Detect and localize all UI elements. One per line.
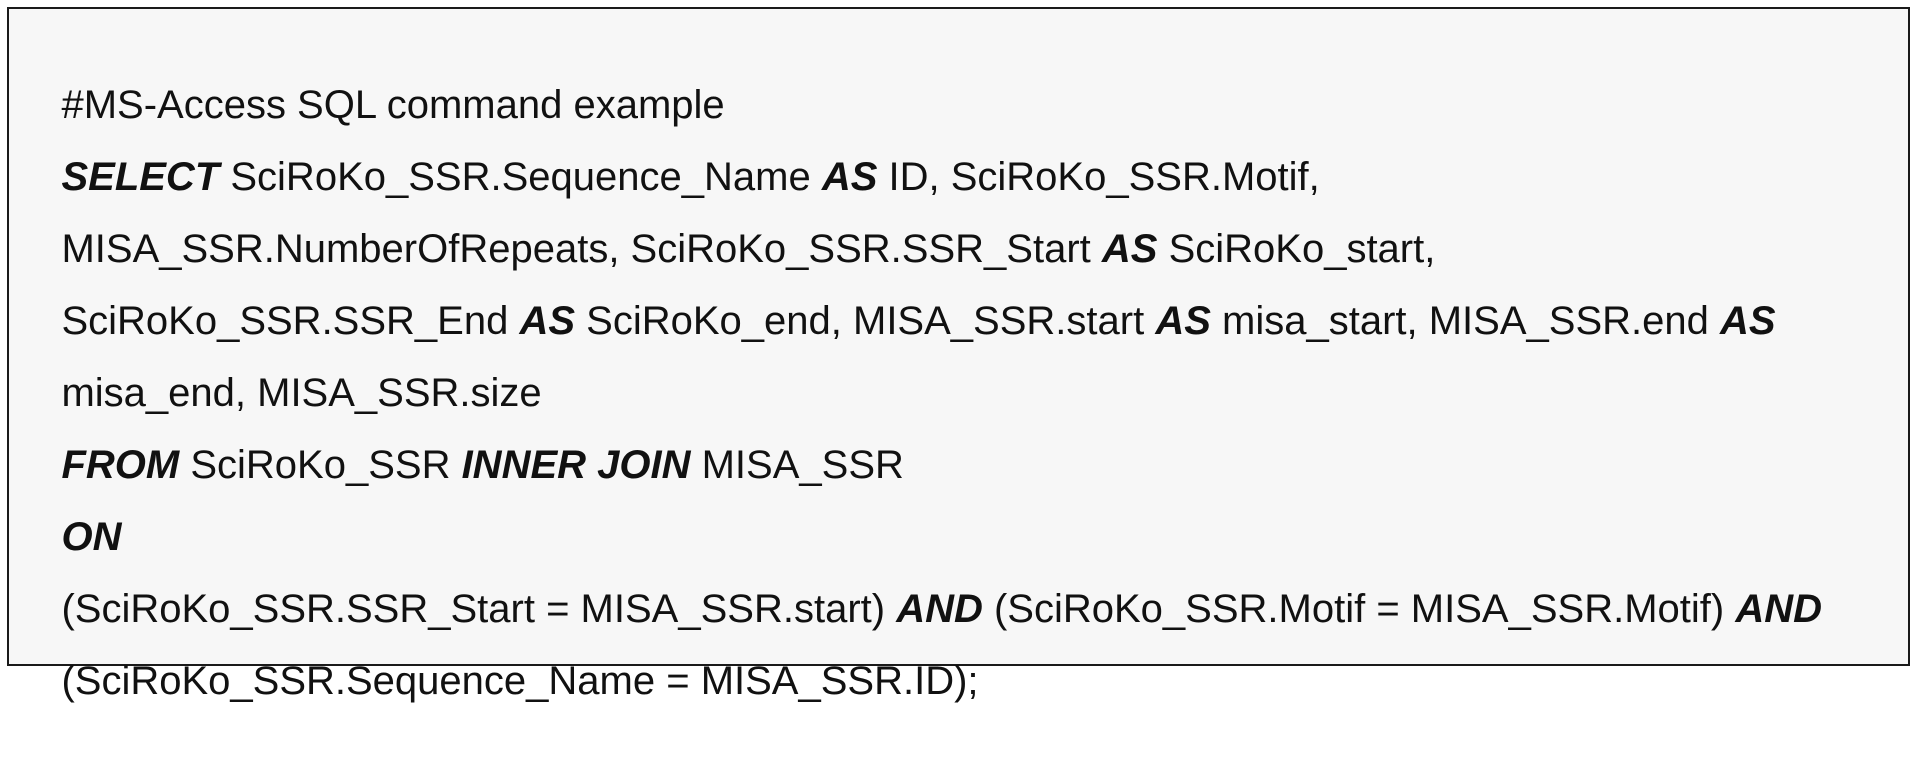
- sql-keyword: AS: [1155, 299, 1211, 343]
- code-text: SciRoKo_SSR.SSR_End: [61, 299, 520, 343]
- code-line: MISA_SSR.NumberOfRepeats, SciRoKo_SSR.SS…: [17, 159, 1908, 271]
- sql-keyword: AS: [1719, 299, 1776, 343]
- sql-keyword: AND: [896, 587, 983, 631]
- code-text: SciRoKo_end, MISA_SSR.start: [575, 299, 1156, 343]
- code-line: misa_end, MISA_SSR.size: [17, 303, 1908, 415]
- sql-keyword: SELECT: [61, 155, 220, 199]
- sql-keyword: AS: [1101, 227, 1158, 271]
- sql-keyword: AS: [519, 299, 576, 343]
- sql-keyword: ON: [61, 515, 122, 559]
- code-text: MISA_SSR: [690, 443, 904, 487]
- code-line: SELECT SciRoKo_SSR.Sequence_Name AS ID, …: [17, 87, 1908, 199]
- sql-keyword: FROM: [61, 443, 180, 487]
- code-text: (SciRoKo_SSR.Motif = MISA_SSR.Motif): [982, 587, 1736, 631]
- code-line: ON: [17, 447, 1908, 559]
- code-text: (SciRoKo_SSR.SSR_Start = MISA_SSR.start): [61, 587, 897, 631]
- code-text: misa_start, MISA_SSR.end: [1210, 299, 1720, 343]
- comment-text: #MS-Access SQL command example: [61, 83, 725, 127]
- code-text: ID, SciRoKo_SSR.Motif,: [877, 155, 1320, 199]
- sql-code-block: #MS-Access SQL command example SELECT Sc…: [7, 7, 1910, 703]
- sql-keyword: INNER JOIN: [461, 443, 691, 487]
- code-line: FROM SciRoKo_SSR INNER JOIN MISA_SSR: [17, 375, 1908, 487]
- code-text: misa_end, MISA_SSR.size: [61, 371, 542, 415]
- code-text: SciRoKo_start,: [1157, 227, 1436, 271]
- code-text: MISA_SSR.NumberOfRepeats, SciRoKo_SSR.SS…: [61, 227, 1102, 271]
- code-text: SciRoKo_SSR: [179, 443, 462, 487]
- code-line: (SciRoKo_SSR.SSR_Start = MISA_SSR.start)…: [17, 519, 1908, 631]
- code-line: #MS-Access SQL command example: [17, 15, 1908, 127]
- sql-keyword: AND: [1735, 587, 1822, 631]
- sql-keyword: AS: [821, 155, 878, 199]
- code-line: SciRoKo_SSR.SSR_End AS SciRoKo_end, MISA…: [17, 231, 1908, 343]
- code-text: (SciRoKo_SSR.Sequence_Name = MISA_SSR.ID…: [61, 659, 979, 703]
- code-text: SciRoKo_SSR.Sequence_Name: [219, 155, 822, 199]
